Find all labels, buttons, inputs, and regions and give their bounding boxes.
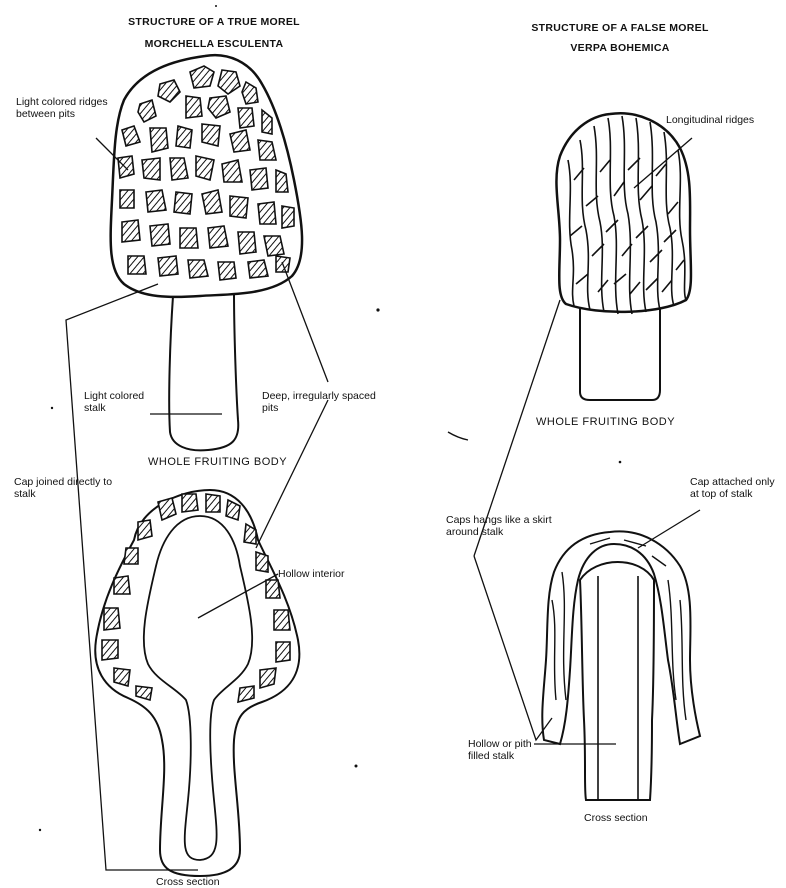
leader-attached: [638, 510, 700, 548]
true-morel-cross-section: [95, 490, 299, 876]
leader-skirt: [474, 556, 552, 740]
leader-pits-cross: [256, 400, 328, 548]
false-morel-cross-section: [542, 531, 700, 800]
true-morel-caption-whole: WHOLE FRUITING BODY: [148, 456, 348, 468]
false-morel-caption-cross: Cross section: [584, 812, 674, 824]
true-morel-stalk: [169, 292, 238, 450]
label-light-stalk: Light colored stalk: [84, 390, 154, 414]
true-morel-title: STRUCTURE OF A TRUE MOREL: [100, 16, 328, 28]
leader-pits: [282, 262, 328, 382]
label-cap-joined: Cap joined directly to stalk: [14, 476, 130, 500]
false-morel-species: VERPA BOHEMICA: [510, 42, 730, 54]
label-skirt: Caps hangs like a skirt around stalk: [446, 514, 586, 538]
label-longitudinal-ridges: Longitudinal ridges: [666, 114, 784, 126]
label-light-ridges: Light colored ridges between pits: [16, 96, 126, 120]
label-hollow-pith-stalk: Hollow or pith filled stalk: [468, 738, 540, 762]
false-morel-cross-stalk: [580, 562, 654, 800]
label-hollow-interior: Hollow interior: [278, 568, 388, 580]
false-morel-title: STRUCTURE OF A FALSE MOREL: [510, 22, 730, 34]
true-morel-caption-cross: Cross section: [156, 876, 246, 888]
false-morel-caption-whole: WHOLE FRUITING BODY: [536, 416, 736, 428]
true-morel-species: MORCHELLA ESCULENTA: [100, 38, 328, 50]
label-deep-pits: Deep, irregularly spaced pits: [262, 390, 380, 414]
label-cap-attached: Cap attached only at top of stalk: [690, 476, 786, 500]
false-morel-stalk: [580, 300, 660, 400]
